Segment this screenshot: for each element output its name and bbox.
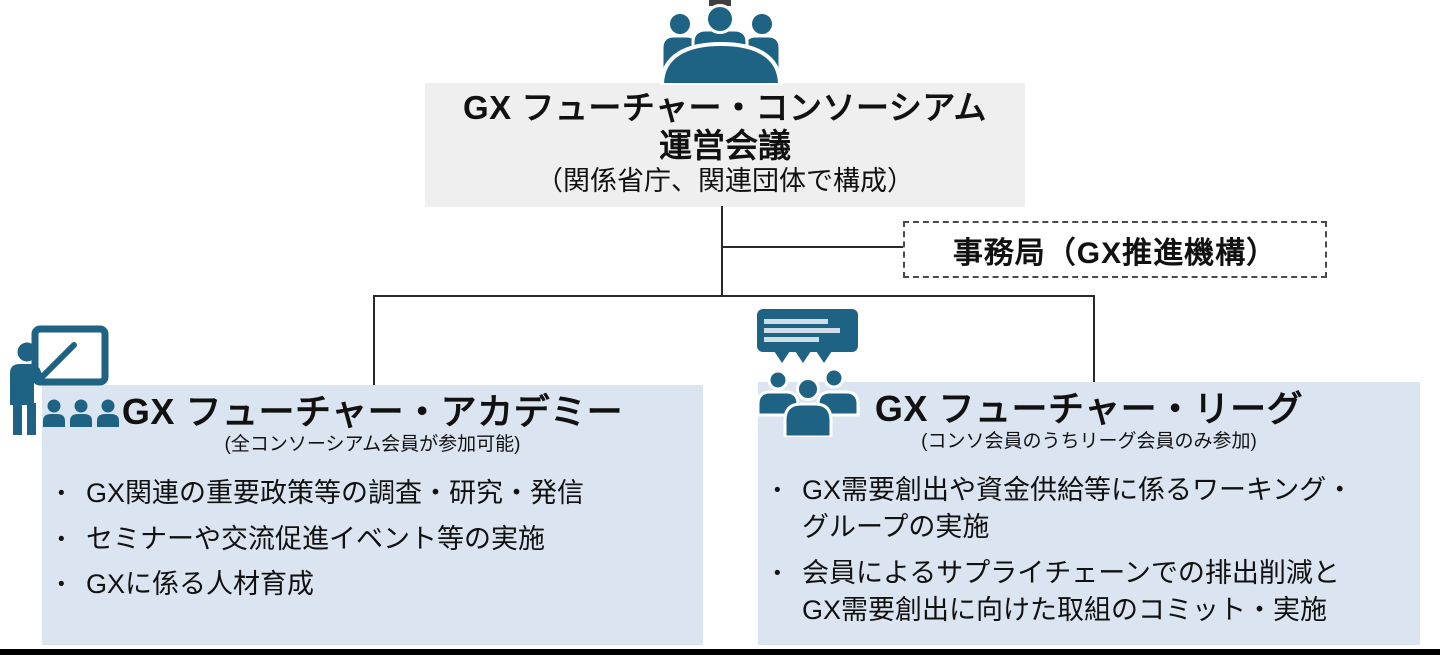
connector-to-secretariat — [721, 246, 903, 248]
academy-bullet-list: • GX関連の重要政策等の調査・研究・発信 • セミナーや交流促進イベント等の実… — [42, 475, 703, 603]
bullet-item: • GX関連の重要政策等の調査・研究・発信 — [58, 475, 689, 512]
bullet-item: • GXに係る人材育成 — [58, 566, 689, 603]
bullet-text: GX需要創出や資金供給等に係るワーキング・ グループの実施 — [802, 474, 1354, 542]
bullet-text: 会員によるサプライチェーンでの排出削減と GX需要創出に向けた取組のコミット・実… — [802, 558, 1340, 626]
bullet-text: GX関連の重要政策等の調査・研究・発信 — [86, 477, 585, 508]
league-title: GX フューチャー・リーグ — [874, 388, 1304, 429]
bullet-item: • 会員によるサプライチェーンでの排出削減と GX需要創出に向けた取組のコミット… — [774, 555, 1406, 628]
speech-bubble-group-icon — [756, 309, 860, 437]
connector-vertical-top — [721, 206, 723, 296]
committee-note: （関係省庁、関連団体で構成） — [536, 165, 914, 196]
bullet-text: GXに係る人材育成 — [86, 569, 315, 600]
league-bullet-list: • GX需要創出や資金供給等に係るワーキング・ グループの実施 • 会員によるサ… — [758, 472, 1420, 629]
bullet-item: • セミナーや交流促進イベント等の実施 — [58, 521, 689, 558]
bullet-marker: • — [58, 482, 65, 504]
league-panel: GX フューチャー・リーグ (コンソ会員のうちリーグ会員のみ参加) • GX需要… — [758, 382, 1420, 645]
academy-panel: GX フューチャー・アカデミー (全コンソーシアム会員が参加可能) • GX関連… — [42, 385, 703, 645]
connector-horizontal-main — [373, 295, 1095, 297]
bullet-marker: • — [58, 574, 65, 596]
secretariat-label: 事務局（GX推進機構） — [952, 236, 1278, 270]
league-note: (コンソ会員のうちリーグ会員のみ参加) — [921, 431, 1257, 453]
meeting-table-icon — [659, 0, 783, 85]
steering-committee-box: GX フューチャー・コンソーシアム 運営会議 （関係省庁、関連団体で構成） — [425, 83, 1025, 207]
connector-vertical-right — [1093, 295, 1095, 383]
bullet-marker: • — [774, 563, 781, 585]
bullet-marker: • — [774, 479, 781, 501]
committee-title-line2: 運営会議 — [659, 126, 791, 164]
bullet-marker: • — [58, 528, 65, 550]
committee-title-line1: GX フューチャー・コンソーシアム — [462, 89, 988, 126]
bullet-item: • GX需要創出や資金供給等に係るワーキング・ グループの実施 — [774, 472, 1406, 545]
bullet-text: セミナーや交流促進イベント等の実施 — [86, 523, 545, 554]
connector-vertical-left — [373, 295, 375, 386]
secretariat-box: 事務局（GX推進機構） — [903, 221, 1327, 278]
presenter-whiteboard-icon — [10, 325, 119, 435]
academy-title: GX フューチャー・アカデミー — [121, 391, 624, 432]
bottom-divider — [0, 649, 1440, 655]
academy-note: (全コンソーシアム会員が参加可能) — [224, 434, 521, 456]
